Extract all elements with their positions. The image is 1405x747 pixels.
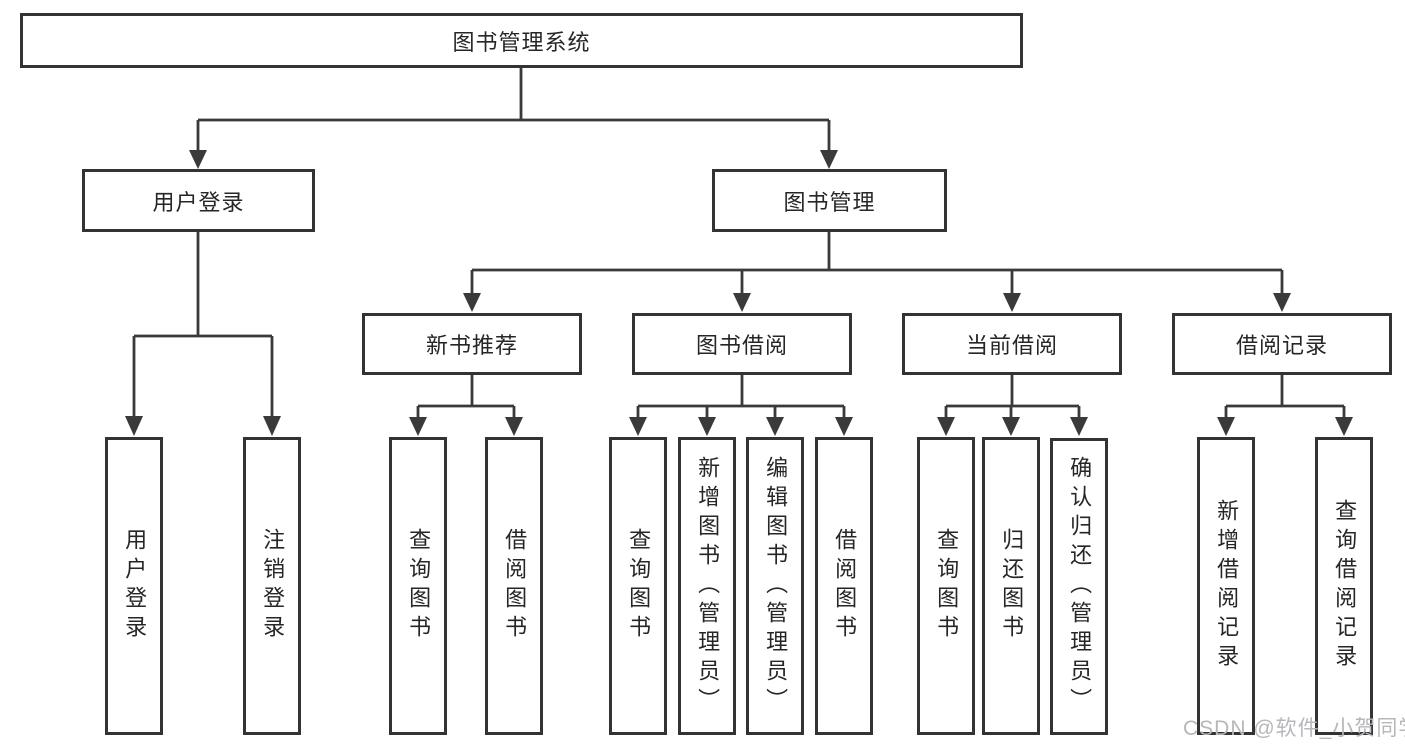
leaf-logout: 注销登录	[243, 437, 301, 735]
node-book-management: 图书管理	[712, 169, 947, 232]
node-book-borrowing: 图书借阅	[632, 313, 852, 375]
node-label: 图书借阅	[695, 333, 788, 358]
node-label: 确认归还（管理员）	[1067, 456, 1093, 717]
leaf-return-books: 归还图书	[982, 437, 1040, 735]
node-label: 新增借阅记录	[1214, 499, 1240, 673]
leaf-add-books-admin: 新增图书（管理员）	[678, 437, 736, 735]
node-library-management-system: 图书管理系统	[20, 13, 1023, 68]
leaf-query-books-current: 查询图书	[917, 437, 975, 735]
node-label: 图书管理	[783, 189, 876, 215]
node-label: 新书推荐	[425, 333, 518, 358]
node-new-book-recommendation: 新书推荐	[362, 313, 582, 375]
node-label: 借阅记录	[1235, 333, 1328, 358]
node-label: 注销登录	[260, 528, 286, 644]
arrowheads	[125, 150, 1353, 436]
leaf-add-borrow-record: 新增借阅记录	[1197, 437, 1255, 735]
node-label: 用户登录	[152, 189, 245, 215]
node-borrowing-records: 借阅记录	[1172, 313, 1392, 375]
node-current-borrowing: 当前借阅	[902, 313, 1122, 375]
leaf-query-borrow-record: 查询借阅记录	[1315, 437, 1373, 735]
node-label: 当前借阅	[965, 333, 1058, 358]
node-label: 借阅图书	[832, 528, 858, 644]
node-label: 查询借阅记录	[1332, 499, 1358, 673]
leaf-borrow-books-borrowing: 借阅图书	[815, 437, 873, 735]
leaf-query-books-borrowing: 查询图书	[609, 437, 667, 735]
node-label: 查询图书	[934, 528, 960, 644]
node-label: 用户登录	[122, 528, 148, 644]
node-label: 借阅图书	[502, 528, 528, 644]
node-label: 查询图书	[406, 528, 432, 644]
node-label: 编辑图书（管理员）	[763, 455, 789, 717]
node-user-login: 用户登录	[82, 169, 315, 232]
leaf-user-login: 用户登录	[105, 437, 163, 735]
node-label: 查询图书	[626, 528, 652, 644]
leaf-confirm-return-admin: 确认归还（管理员）	[1050, 438, 1108, 735]
watermark: CSDN @软件_小贺同学	[1183, 717, 1405, 740]
node-label: 图书管理系统	[452, 29, 591, 55]
leaf-query-books-recommend: 查询图书	[389, 437, 447, 735]
leaf-edit-books-admin: 编辑图书（管理员）	[746, 437, 804, 735]
node-label: 新增图书（管理员）	[695, 455, 721, 717]
leaf-borrow-books-recommend: 借阅图书	[485, 437, 543, 735]
node-label: 归还图书	[999, 528, 1025, 644]
